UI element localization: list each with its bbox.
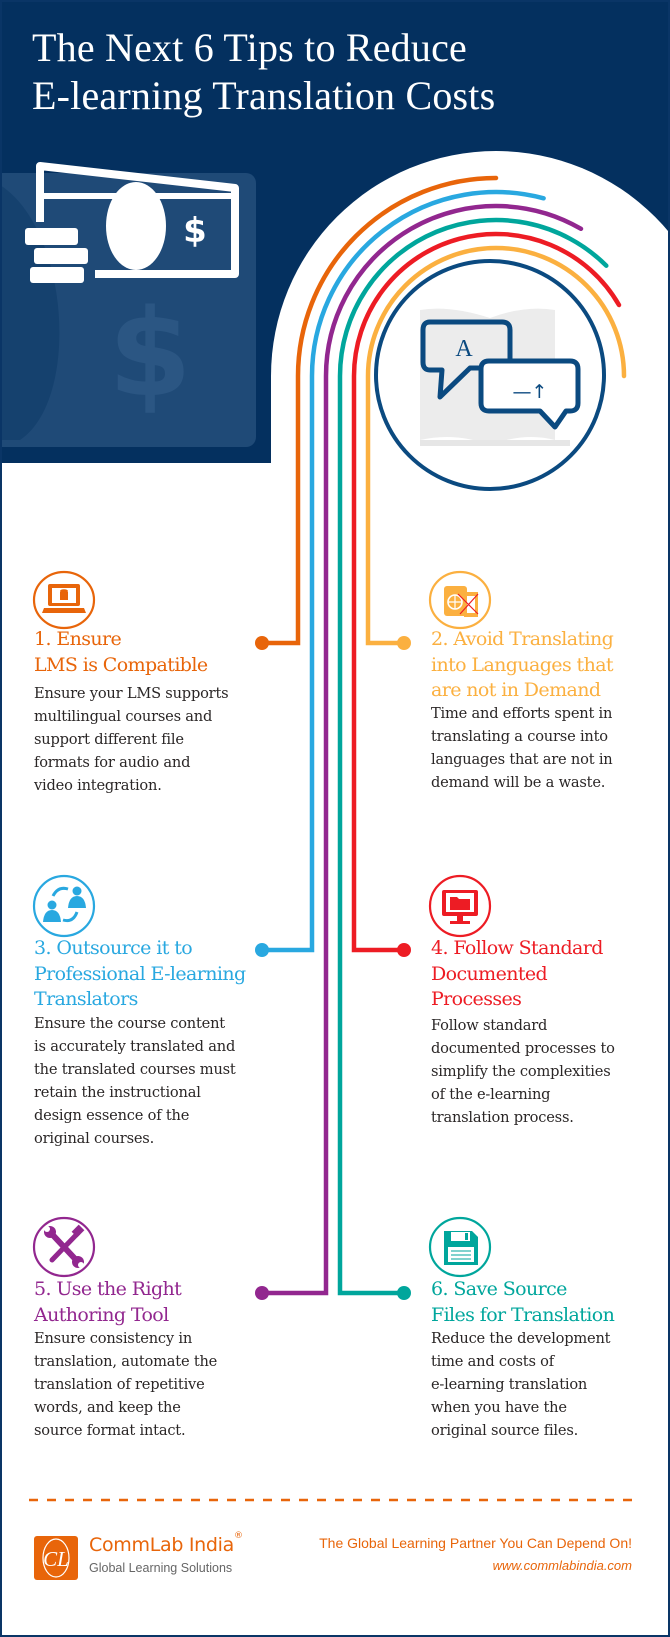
svg-text:$: $	[183, 211, 207, 251]
connector-line-tip2	[365, 245, 627, 646]
tip-6-title: 6. Save Source Files for Translation	[431, 1277, 615, 1328]
wrench-screwdriver-icon	[32, 1216, 96, 1278]
tip-title-line: Documented	[431, 962, 548, 985]
monitor-folder-icon	[428, 874, 492, 938]
tip-body-line: translation of repetitive	[34, 1376, 205, 1393]
tip-body-line: original courses.	[34, 1130, 155, 1147]
tip-body-line: Ensure consistency in	[34, 1330, 193, 1347]
connector-dot-tip6	[397, 1286, 411, 1300]
tip-body-line: demand will be a waste.	[431, 774, 606, 791]
faded-dollar-icon: $	[108, 285, 192, 424]
tip-body-line: translating a course into	[431, 728, 608, 745]
tip-title-line: Files for Translation	[431, 1303, 615, 1326]
svg-text:A: A	[455, 336, 473, 362]
tip-title-line: into Languages that	[431, 653, 614, 676]
footer-tagline: The Global Learning Partner You Can Depe…	[319, 1535, 632, 1551]
tip-body-line: support different file	[34, 731, 184, 748]
svg-text:—↑: —↑	[513, 381, 548, 403]
tip-body-line: formats for audio and	[34, 754, 191, 771]
tip-2-title: 2. Avoid Translating into Languages that…	[431, 627, 614, 704]
tip-body-line: retain the instructional	[34, 1084, 201, 1101]
connector-dot-tip4	[397, 943, 411, 957]
tip-title-line: 4. Follow Standard	[431, 937, 603, 959]
tip-title-line: Processes	[431, 988, 522, 1010]
connector-dot-tip1	[255, 636, 269, 650]
tip-title-line: 3. Outsource it to	[34, 937, 193, 959]
brand-name: CommLab India®	[89, 1531, 243, 1556]
tip-title-line: 5. Use the Right	[34, 1278, 182, 1300]
tip-body-line: when you have the	[431, 1399, 567, 1416]
tip-body-line: time and costs of	[431, 1353, 554, 1370]
tip-4-title: 4. Follow Standard Documented Processes	[431, 936, 603, 1013]
connector-line-tip4	[351, 231, 622, 953]
tip-body-line: the translated courses must	[34, 1061, 236, 1078]
tip-3-body: Ensure the course content is accurately …	[34, 1012, 236, 1150]
tip-4-body: Follow standard documented processes to …	[431, 1014, 615, 1129]
tip-body-line: original source files.	[431, 1422, 579, 1439]
tip-title-line: Professional E-learning	[34, 962, 246, 985]
tip-6-body: Reduce the development time and costs of…	[431, 1327, 611, 1442]
tip-body-line: words, and keep the	[34, 1399, 181, 1416]
connector-dot-tip2	[397, 636, 411, 650]
connector-line-tip3	[259, 189, 546, 953]
connector-line-tip5	[259, 203, 584, 1296]
tip-title-line: LMS is Compatible	[34, 653, 208, 676]
tip-body-line: Ensure your LMS supports	[34, 685, 229, 702]
tip-title-line: 6. Save Source	[431, 1278, 567, 1300]
connector-line-tip6	[337, 217, 609, 1296]
tip-body-line: Reduce the development	[431, 1330, 611, 1347]
page-title: The Next 6 Tips to Reduce E-learning Tra…	[32, 24, 495, 120]
laptop-database-icon	[32, 570, 96, 630]
tip-body-line: documented processes to	[431, 1040, 615, 1057]
tip-body-line: design essence of the	[34, 1107, 190, 1124]
tip-title-line: 2. Avoid Translating	[431, 628, 614, 650]
tip-body-line: e-learning translation	[431, 1376, 588, 1393]
tip-body-line: of the e-learning	[431, 1086, 551, 1103]
tip-body-line: multilingual courses and	[34, 708, 213, 725]
tip-1-body: Ensure your LMS supports multilingual co…	[34, 682, 229, 797]
tip-body-line: video integration.	[34, 777, 162, 794]
commlab-logo: CL	[34, 1536, 78, 1580]
tip-title-line: Translators	[34, 988, 138, 1010]
connector-dot-tip5	[255, 1286, 269, 1300]
brand-text: CommLab India	[89, 1534, 234, 1556]
tip-body-line: translation process.	[431, 1109, 574, 1126]
connector-line-tip1	[259, 175, 499, 646]
tip-body-line: languages that are not in	[431, 751, 613, 768]
tip-5-title: 5. Use the Right Authoring Tool	[34, 1277, 182, 1328]
passport-globe-icon	[428, 570, 492, 630]
tip-title-line: are not in Demand	[431, 679, 601, 701]
title-line: E-learning Translation Costs	[32, 73, 496, 118]
money-bill-coins-icon: $	[25, 162, 239, 283]
people-exchange-icon	[32, 874, 96, 938]
tip-body-line: Follow standard	[431, 1017, 548, 1034]
translation-speech-bubbles-icon: A —↑	[374, 259, 606, 491]
tip-body-line: source format intact.	[34, 1422, 186, 1439]
tip-body-line: simplify the complexities	[431, 1063, 611, 1080]
tip-body-line: Time and efforts spent in	[431, 705, 613, 722]
tip-body-line: is accurately translated and	[34, 1038, 236, 1055]
title-line: The Next 6 Tips to Reduce	[32, 25, 467, 70]
tip-body-line: translation, automate the	[34, 1353, 218, 1370]
tip-title-line: 1. Ensure	[34, 628, 122, 650]
brand-subtitle: Global Learning Solutions	[89, 1561, 233, 1575]
svg-text:CL: CL	[43, 1547, 69, 1571]
tip-2-body: Time and efforts spent in translating a …	[431, 702, 613, 794]
tip-3-title: 3. Outsource it to Professional E-learni…	[34, 936, 246, 1013]
connector-dot-tip3	[255, 943, 269, 957]
footer-url-link[interactable]: www.commlabindia.com	[492, 1558, 632, 1573]
tip-title-line: Authoring Tool	[34, 1303, 169, 1326]
tip-body-line: Ensure the course content	[34, 1015, 225, 1032]
floppy-disk-icon	[428, 1216, 492, 1278]
tip-1-title: 1. Ensure LMS is Compatible	[34, 627, 208, 678]
registered-mark: ®	[233, 1531, 243, 1541]
tip-5-body: Ensure consistency in translation, autom…	[34, 1327, 217, 1442]
